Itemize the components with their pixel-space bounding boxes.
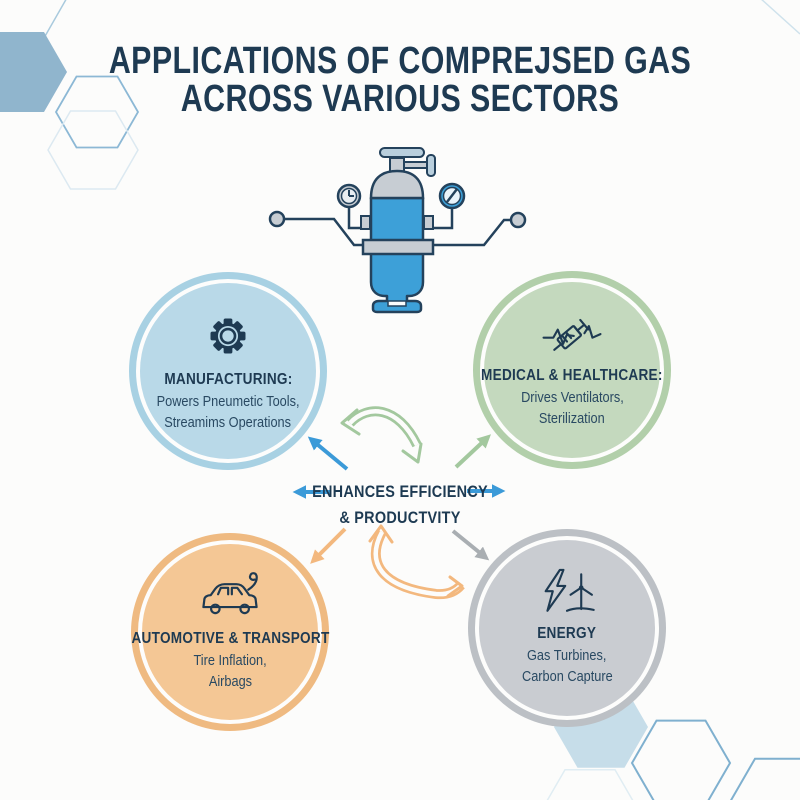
sector-medical-healthcare: MEDICAL & HEALTHCARE: Drives Ventilators… bbox=[481, 282, 663, 458]
sector-description-line: Sterilization bbox=[539, 410, 605, 428]
arrow-to-manufacturing bbox=[307, 436, 349, 471]
base-slot bbox=[387, 300, 407, 307]
pipe-left bbox=[283, 217, 366, 247]
gauge-needle bbox=[446, 188, 458, 203]
side-fitting-left bbox=[360, 215, 371, 230]
cylinder-shoulder bbox=[369, 169, 425, 200]
gear-icon bbox=[210, 318, 246, 354]
arrow-to-medical bbox=[454, 434, 491, 469]
valve-side-knob bbox=[426, 154, 436, 177]
cylinder-body bbox=[369, 196, 425, 314]
sector-description-line: Drives Ventilators, bbox=[520, 389, 624, 407]
hexagon-outline-decoration bbox=[0, 0, 67, 39]
car-icon bbox=[202, 572, 258, 615]
gauge-stem-left bbox=[347, 208, 366, 230]
center-label: ENHANCES EFFICIENCY & PRODUCTVITY bbox=[0, 479, 800, 532]
sector-title: MANUFACTURING: bbox=[163, 371, 293, 389]
sector-description-line: Tire Inflation, bbox=[193, 652, 267, 670]
sector-manufacturing: MANUFACTURING: Powers Pneumetic Tools, S… bbox=[140, 283, 316, 459]
gauge-stem-right bbox=[428, 209, 454, 230]
page-title: APPLICATIONS OF COMPREJSED GAS ACROSS VA… bbox=[0, 42, 800, 118]
curved-arrow-bottom bbox=[368, 524, 465, 600]
page-title-line2: ACROSS VARIOUS SECTORS bbox=[180, 78, 620, 120]
lightning-wind-turbine-icon bbox=[544, 569, 595, 613]
pipe-end-left bbox=[268, 210, 286, 228]
pipe-end-right bbox=[509, 211, 527, 229]
pressure-gauge-right-face bbox=[442, 186, 462, 206]
sector-title: AUTOMOTIVE & TRANSPORT bbox=[130, 630, 330, 648]
sector-title: ENERGY bbox=[537, 625, 597, 643]
pressure-gauge-left-face bbox=[340, 187, 358, 205]
arrow-to-automotive bbox=[310, 527, 347, 564]
gas-cylinder-illustration bbox=[268, 147, 527, 314]
valve-stem bbox=[389, 157, 405, 175]
page-title-line1: APPLICATIONS OF COMPREJSED GAS bbox=[108, 40, 692, 82]
valve-side-arm bbox=[403, 161, 431, 169]
sector-title: MEDICAL & HEALTHCARE: bbox=[481, 367, 663, 385]
hexagon-outline-decoration bbox=[546, 768, 634, 800]
sector-description-line: Streamims Operations bbox=[164, 414, 292, 432]
sector-description-line: Airbags bbox=[208, 673, 252, 691]
hexagon-outline-decoration bbox=[630, 719, 732, 800]
center-label-line1: ENHANCES EFFICIENCY bbox=[312, 482, 488, 501]
hexagon-outline-decoration bbox=[730, 757, 800, 800]
pressure-gauge-right bbox=[438, 182, 466, 210]
valve-handle bbox=[379, 147, 425, 158]
hexagon-outline-decoration bbox=[47, 110, 139, 190]
side-fitting-right bbox=[423, 215, 434, 230]
sector-automotive-transport: AUTOMOTIVE & TRANSPORT Tire Inflation, A… bbox=[131, 544, 329, 720]
sector-description-line: Gas Turbines, bbox=[527, 647, 607, 665]
sector-energy: ENERGY Gas Turbines, Carbon Capture bbox=[479, 540, 655, 716]
center-label-line2: & PRODUCTVITY bbox=[339, 508, 461, 528]
arrow-to-energy bbox=[451, 529, 490, 561]
cylinder-band bbox=[361, 238, 435, 256]
syringe-icon bbox=[542, 319, 602, 352]
curved-arrow-top bbox=[340, 406, 423, 464]
sector-description-line: Carbon Capture bbox=[521, 668, 613, 686]
sector-description-line: Powers Pneumetic Tools, bbox=[156, 393, 300, 411]
pressure-gauge-left bbox=[336, 183, 362, 209]
pipe-right bbox=[431, 218, 513, 247]
hexagon-outline-decoration bbox=[761, 0, 800, 35]
